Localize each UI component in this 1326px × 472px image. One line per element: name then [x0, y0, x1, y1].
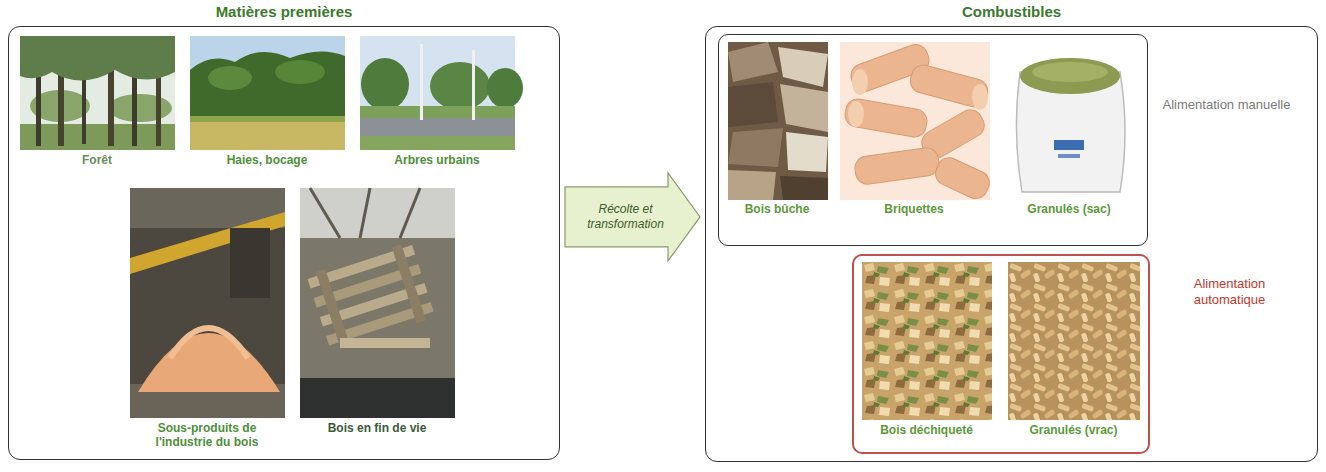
photo-caption: Briquettes [839, 202, 989, 216]
photo-caption: Sous-produits de l'industrie du bois [130, 421, 285, 449]
photo-caption: Bois déchiqueté [862, 423, 992, 437]
photo-caption: Granulés (sac) [1001, 202, 1137, 216]
group-label: Alimentation manuelle [1159, 97, 1295, 113]
photo-caption: Granulés (vrac) [1008, 423, 1140, 437]
block-arrow [565, 173, 700, 261]
fuel-panel: Bois bûche Briquettes Granulés (sac) Alimen… [705, 26, 1318, 462]
sawdust-photo [130, 188, 285, 418]
source-panel: Forêt Haies, bocage Arbres urbainsSous-pro… [8, 26, 560, 460]
pallets-photo [300, 188, 455, 418]
manual-group: Bois bûcheBriquettesGranulés (sac)Alimen… [718, 34, 1148, 246]
forest-photo [20, 36, 175, 150]
wood-chips-photo [862, 262, 992, 420]
pellet-bag-photo [1002, 42, 1138, 200]
photo-tile: Bois en fin de vie [300, 188, 455, 435]
photo-caption: Forêt [20, 153, 175, 167]
photo-tile: Granulés (sac) [1001, 41, 1137, 216]
photo-tile: Sous-produits de l'industrie du bois [130, 188, 285, 449]
photo-tile: Haies, bocage [190, 36, 345, 167]
panel-heading: Matières premières [9, 3, 559, 21]
photo-tile: Granulés (vrac) [1008, 262, 1140, 437]
logs-photo [728, 42, 828, 200]
automatic-group: Bois déchiquetéGranulés (vrac)Alimentati… [852, 254, 1150, 454]
group-label: Alimentation automatique [1160, 276, 1300, 308]
photo-caption: Haies, bocage [190, 153, 345, 167]
bulk-pellets-photo [1008, 262, 1140, 420]
urban-trees-photo [360, 36, 523, 150]
panel-heading: Combustibles [706, 3, 1317, 21]
photo-caption: Arbres urbains [360, 153, 515, 167]
photo-caption: Bois bûche [727, 202, 827, 216]
photo-tile: Briquettes [839, 41, 989, 216]
photo-tile: Forêt [20, 36, 175, 167]
photo-caption: Bois en fin de vie [300, 421, 455, 435]
hedge-photo [190, 36, 345, 150]
photo-tile: Bois bûche [727, 41, 827, 216]
arrow-label: Récolte et transformation [570, 202, 681, 232]
photo-tile: Bois déchiqueté [862, 262, 992, 437]
briquettes-photo [840, 41, 993, 202]
photo-tile: Arbres urbains [360, 36, 515, 167]
